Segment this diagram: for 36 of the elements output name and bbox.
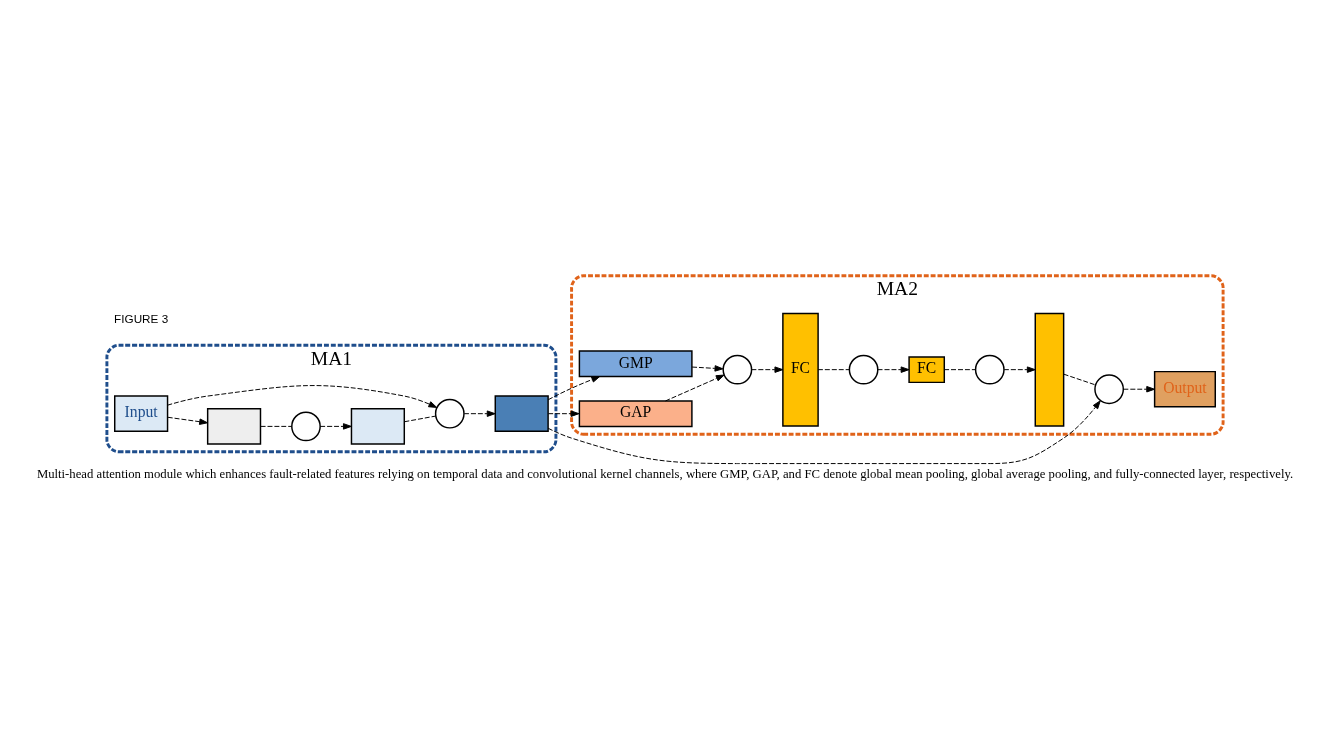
connector — [817, 369, 850, 371]
connector — [404, 415, 437, 423]
node-box: FC — [908, 356, 946, 384]
arrow — [1003, 366, 1036, 373]
node-circle — [848, 354, 879, 385]
node-box: Input — [114, 395, 169, 432]
arrow — [665, 374, 725, 402]
connector — [1063, 373, 1096, 386]
node-circle — [434, 398, 465, 429]
arrow — [167, 385, 438, 408]
node-box: GAP — [578, 400, 693, 428]
arrow — [547, 400, 1101, 465]
node-circle — [291, 411, 321, 442]
arrow — [691, 365, 724, 372]
arrow — [463, 410, 496, 417]
node-circle — [1094, 374, 1125, 405]
arrow — [751, 366, 784, 373]
label: FIGURE 3 — [114, 311, 169, 325]
node-box: Output — [1153, 370, 1216, 408]
arrow — [319, 423, 352, 430]
node-bar — [1034, 312, 1065, 427]
caption: Multi-head attention module which enhances fault-related features relying on temporal data and convolutional kernel channels, where GMP, GAP, and FC denote global mean pooling, global average pooling, and fully-connected layer, respectively. — [36, 466, 1294, 481]
connector — [943, 369, 976, 371]
node-circle — [974, 354, 1005, 385]
connector — [260, 425, 292, 427]
arrow — [167, 416, 208, 425]
node-box — [350, 408, 406, 445]
arrow — [547, 410, 580, 417]
node-box: FC — [782, 312, 819, 427]
node-box — [206, 408, 262, 445]
node-circle — [722, 354, 753, 385]
arrow — [547, 376, 601, 401]
arrow — [877, 366, 910, 373]
node-box: GMP — [578, 350, 693, 378]
arrow — [1123, 386, 1156, 393]
node-box — [494, 395, 549, 432]
